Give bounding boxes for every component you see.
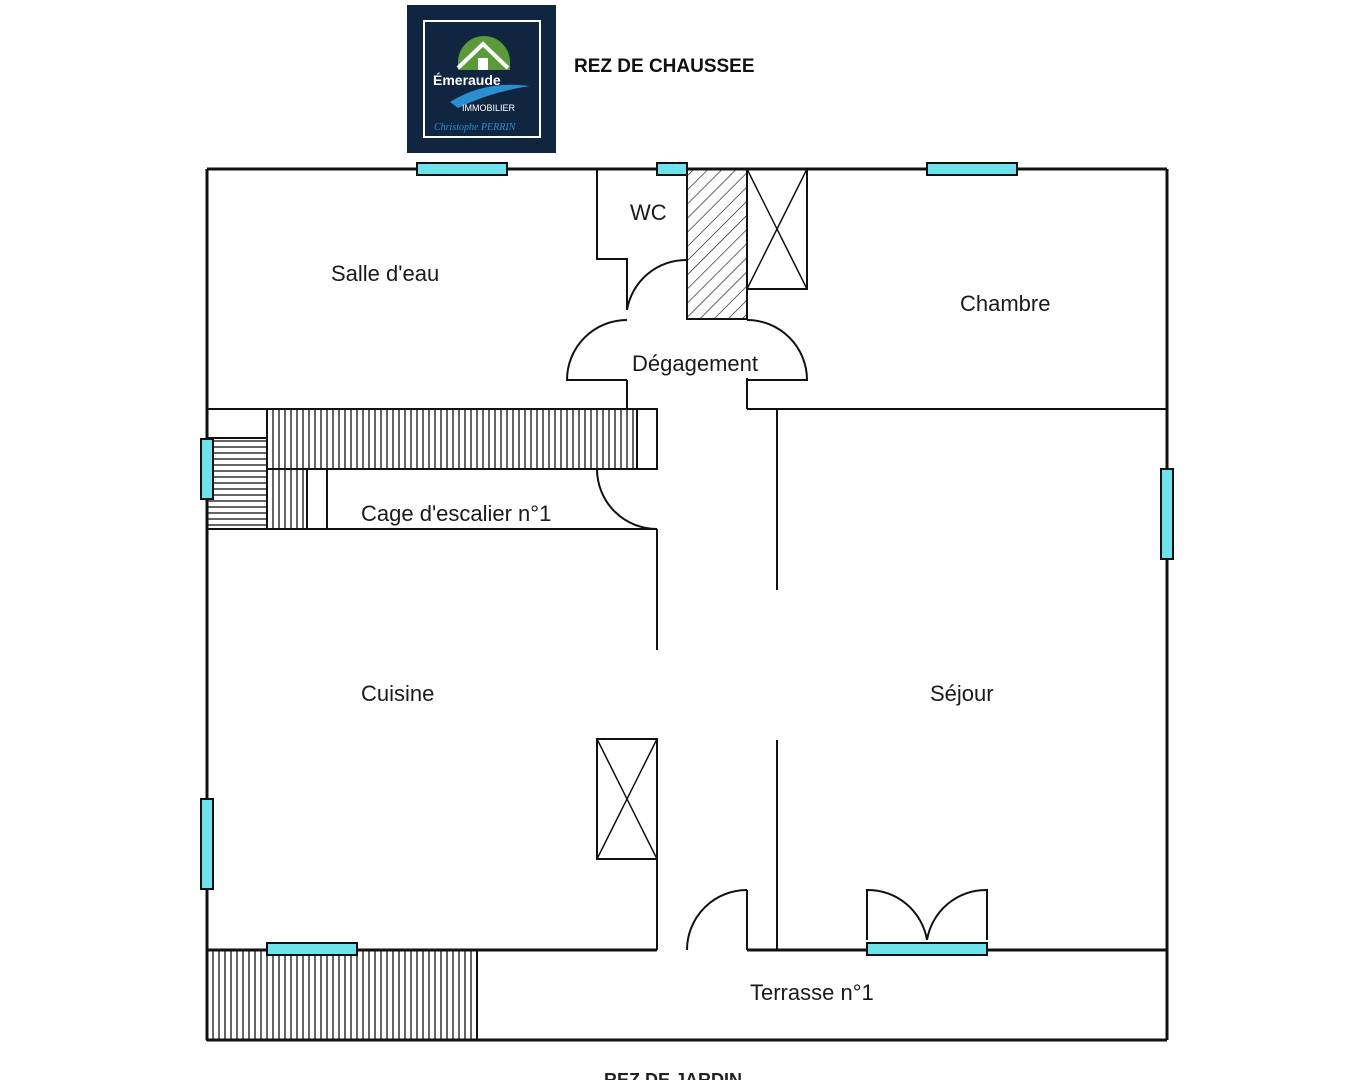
logo-brand-text: Émeraude <box>433 72 501 88</box>
company-logo: Émeraude IMMOBILIER Christophe PERRIN <box>407 5 556 153</box>
room-label-sejour: Séjour <box>930 681 994 706</box>
closet-cuisine <box>596 738 658 860</box>
room-label-salle-deau: Salle d'eau <box>331 261 439 286</box>
page-title: REZ DE CHAUSSEE <box>574 56 755 77</box>
closet-chambre <box>746 168 808 290</box>
logo-sub-text: IMMOBILIER <box>462 103 516 113</box>
terrace-steps <box>206 949 478 1041</box>
room-label-cage-escalier: Cage d'escalier n°1 <box>361 501 551 526</box>
staircase <box>206 408 658 530</box>
door-swings <box>565 258 988 951</box>
room-label-wc: WC <box>630 200 667 225</box>
room-label-degagement: Dégagement <box>632 351 758 376</box>
chimney-duct <box>686 168 748 320</box>
logo-signature: Christophe PERRIN <box>434 122 517 133</box>
room-label-terrasse: Terrasse n°1 <box>750 980 874 1005</box>
room-label-cuisine: Cuisine <box>361 681 434 706</box>
windows <box>200 162 1174 956</box>
room-label-chambre: Chambre <box>960 291 1050 316</box>
footer-label: REZ DE JARDIN <box>604 1070 742 1080</box>
